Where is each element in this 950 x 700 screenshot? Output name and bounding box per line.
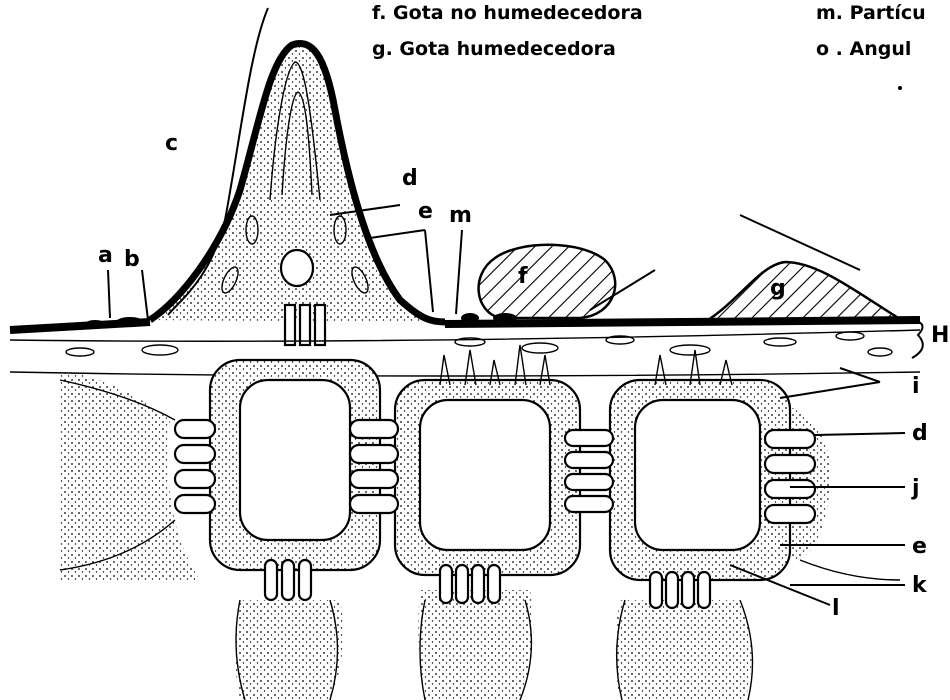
label-k: k bbox=[912, 573, 928, 598]
label-c: c bbox=[165, 131, 178, 156]
cell-right bbox=[610, 380, 790, 580]
label-b: b bbox=[124, 247, 140, 272]
wetting-droplet bbox=[705, 262, 905, 322]
cells bbox=[210, 345, 790, 580]
label-m: m bbox=[449, 203, 472, 228]
label-e-right: e bbox=[912, 534, 927, 559]
cell-middle bbox=[395, 380, 580, 575]
label-a: a bbox=[98, 243, 113, 268]
label-l: l bbox=[832, 596, 840, 621]
label-e-top: e bbox=[418, 199, 433, 224]
droplets bbox=[479, 245, 905, 322]
label-j: j bbox=[911, 476, 920, 501]
label-h: H bbox=[931, 323, 949, 348]
label-d-right: d bbox=[912, 421, 928, 446]
ink-dot bbox=[898, 86, 902, 90]
epidermis-band bbox=[10, 330, 920, 376]
label-g: g bbox=[770, 276, 786, 301]
label-d-top: d bbox=[402, 166, 418, 191]
cell-left bbox=[210, 360, 380, 570]
label-f: f bbox=[518, 264, 528, 289]
label-i: i bbox=[912, 374, 920, 399]
trichome-papilla bbox=[150, 44, 445, 345]
